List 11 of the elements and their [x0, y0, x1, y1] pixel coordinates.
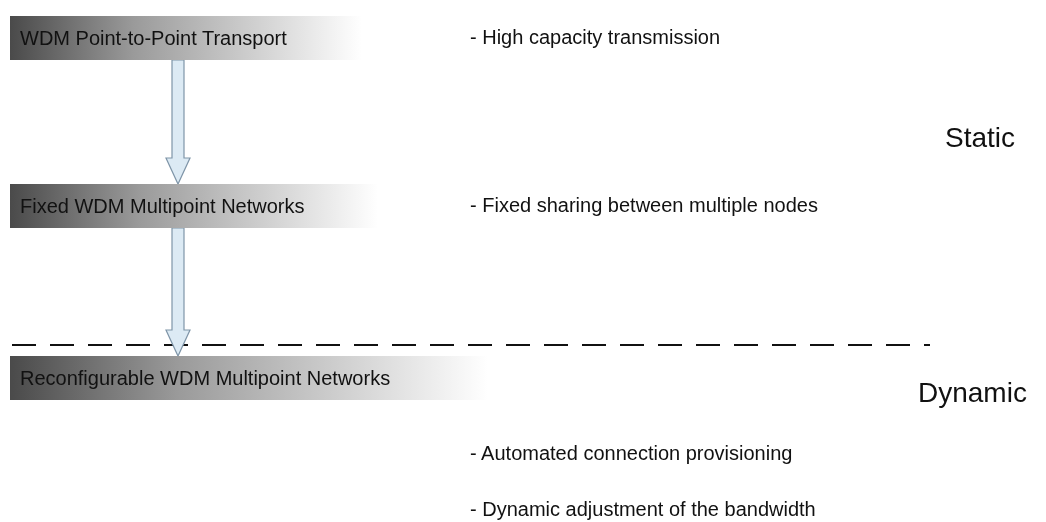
feature-note: - Automated connection provisioning [470, 442, 793, 465]
stage-title: Fixed WDM Multipoint Networks [20, 194, 305, 218]
stage-title: Reconfigurable WDM Multipoint Networks [20, 366, 391, 390]
stage-title: WDM Point-to-Point Transport [20, 26, 287, 50]
feature-note: - Fixed sharing between multiple nodes [470, 194, 818, 217]
feature-note: - High capacity transmission [470, 26, 721, 49]
feature-note: - Dynamic adjustment of the bandwidth [470, 498, 816, 521]
phase-label: Dynamic [918, 377, 1027, 409]
block-arrow [165, 227, 191, 358]
phase-label: Static [945, 122, 1016, 154]
block-arrow [165, 59, 191, 186]
